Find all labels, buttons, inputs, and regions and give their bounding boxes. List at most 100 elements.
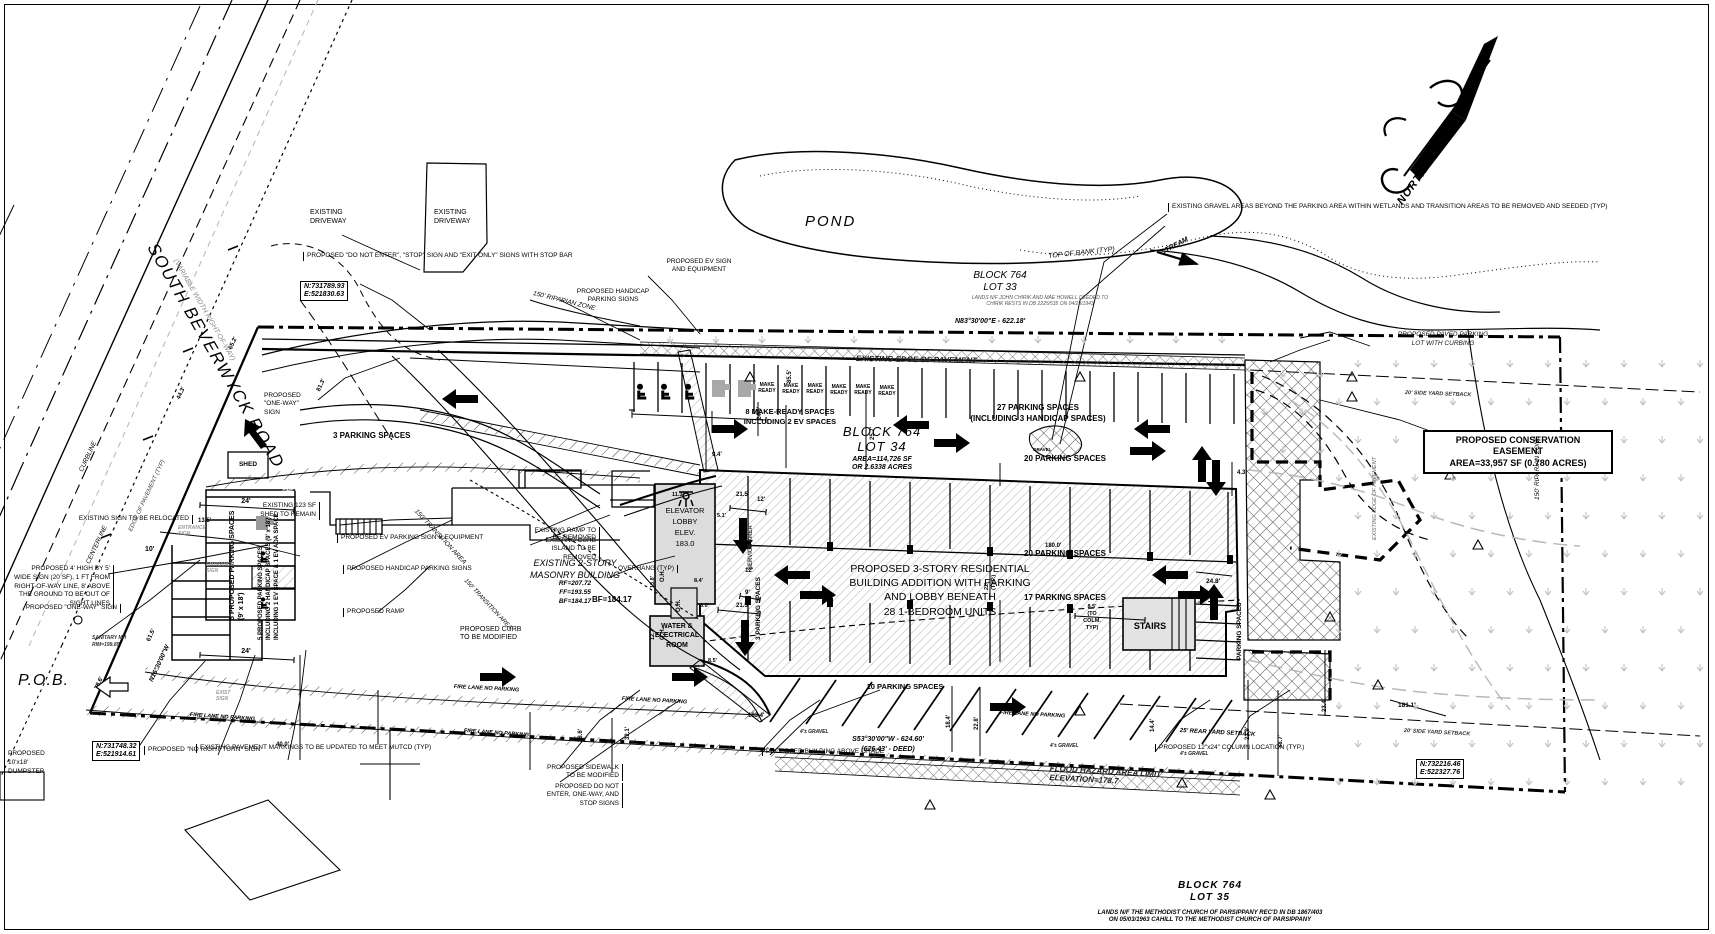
flood-line-grey <box>1247 469 1581 547</box>
gravel-bands <box>639 341 1341 796</box>
fire-lane-bands <box>85 462 1241 781</box>
callout-handicap-signs-left: PROPOSED RAMP <box>343 608 404 617</box>
callout-existing-driveway-1: EXISTING DRIVEWAY <box>310 209 347 226</box>
callout-do-not-enter-bottom-text: PROPOSED BUILDING ABOVE GRADE <box>766 748 885 755</box>
existing-driveway-polygon <box>423 162 488 273</box>
traffic-arrows <box>94 389 1226 717</box>
label-flood-hazard: EXISTING EDGE OF PAVEMENT <box>1372 457 1378 540</box>
dim-183: 183.4' <box>748 713 765 719</box>
callout-sidewalk-modified: PROPOSED DO NOT ENTER, ONE-WAY, AND STOP… <box>543 783 623 809</box>
callout-do-not-enter-text: PROPOSED "DO NOT ENTER", "STOP" SIGN AND… <box>307 252 573 259</box>
north-property-line <box>257 325 1561 339</box>
lot35-block-label: BLOCK 764 <box>1177 880 1242 891</box>
callout-gravel-removal-text: EXISTING GRAVEL AREAS BEYOND THE PARKING… <box>1172 203 1608 210</box>
dim-234: 23.4' <box>1322 698 1328 712</box>
water-electrical-label: WATER & ELECTRICAL ROOM <box>654 623 700 649</box>
callout-existing-sign: PROPOSED 4' HIGH BY 5' WIDE SIGN (20 SF)… <box>14 565 114 609</box>
lot33-lot-label: LOT 33 <box>983 282 1017 293</box>
transition-curve-2 <box>437 349 741 671</box>
south-beverwyck-road <box>0 0 353 780</box>
arrow-up-2 <box>1204 584 1224 620</box>
callout-proposed-sign-detail: PROPOSED "ONE-WAY" SIGN <box>8 604 121 613</box>
dim-2typ: 22' (TYP.) <box>984 574 997 590</box>
dim-84: 8.4' <box>694 578 703 584</box>
top-of-bank-line <box>1019 231 1601 279</box>
callout-sidewalk-modified-text: PROPOSED DO NOT ENTER, ONE-WAY, AND STOP… <box>546 783 619 807</box>
setback-front <box>299 299 393 441</box>
label-oh-3: O.H. <box>676 599 682 612</box>
callout-handicap-signs-left-text: PROPOSED RAMP <box>347 608 405 615</box>
oh-block-1 <box>670 587 698 619</box>
ramp-band-edge2 <box>419 420 701 477</box>
gravel-blob-pond <box>1028 425 1082 459</box>
make-ready-stall-6: MAKE READY <box>878 385 896 398</box>
ce-line3: AREA=33,957 SF (0.780 ACRES) <box>1449 457 1587 468</box>
callout-handicap-signs-top: PROPOSED HANDICAP PARKING SIGNS <box>576 288 650 304</box>
coord-se-n: N:732216.46 <box>1420 761 1461 768</box>
service-area-label: SERVICE AREA <box>748 525 754 570</box>
dim-12b: 12' <box>757 497 766 503</box>
left-parking-lot <box>171 489 296 661</box>
coord-nw-n: N:731789.93 <box>304 283 345 290</box>
stream-flow-arrow <box>1156 250 1200 266</box>
make-ready-stall-5: MAKE READY <box>854 384 872 397</box>
curve-drive-1 <box>261 320 701 356</box>
lot34-area2-label: OR 2.6338 ACRES <box>851 464 913 471</box>
east-property-line <box>1558 336 1567 793</box>
dim-135: 13.5' <box>198 518 212 524</box>
riparian-right <box>1467 329 1601 761</box>
north-arrow <box>1380 36 1498 194</box>
lot34-lot-label: LOT 34 <box>857 439 907 454</box>
bf-note-label: BF=184.17 <box>592 595 632 604</box>
wetland-flag-triangles <box>744 370 1484 810</box>
label-oh-1: O.H. <box>660 569 666 582</box>
callout-do-not-enter: PROPOSED "DO NOT ENTER", "STOP" SIGN AND… <box>303 252 573 261</box>
callout-curb-modified-text: PROPOSED SIDEWALK TO BE MODIFIED <box>547 764 619 780</box>
drawing-border <box>4 4 1709 930</box>
ev-chargers-top <box>712 380 756 397</box>
dim-228: 22.8' <box>974 716 980 730</box>
arrow-right-8 <box>990 697 1026 717</box>
callout-building-above-grade: PROPOSED 12"x24" COLUMN LOCATION (TYP.) <box>1155 744 1304 753</box>
parking-count-3: 3 PARKING SPACES <box>333 431 411 440</box>
elevator-lobby-block <box>654 483 716 605</box>
transition-dashed-2 <box>1261 375 1471 641</box>
callout-one-way-bottom: PROPOSED "NO RIGHT TURN" SIGN <box>144 746 260 755</box>
arrow-right-5 <box>934 433 970 453</box>
make-ready-stall-4: MAKE READY <box>830 384 848 397</box>
label-gravel-3: 4'± GRAVEL <box>1180 751 1209 757</box>
curb-return-center-b <box>623 485 723 517</box>
gravel-block-right <box>1244 359 1341 641</box>
hatched-wedge-sw <box>689 659 771 723</box>
callout-dumpster-text: EXISTING 123 SF SHED TO REMAIN <box>260 502 316 518</box>
wetlands-limit <box>1250 372 1422 562</box>
driveway-curve-1 <box>270 243 441 361</box>
flood-line-grey2 <box>1247 659 1601 701</box>
callout-existing-ramp: EXISTING CURB ISLAND TO BE REMOVED <box>528 537 600 563</box>
lot33-block-label: BLOCK 764 <box>973 270 1027 281</box>
dim-113: 11.3' <box>672 492 684 498</box>
coord-sw-n: N:731748.32 <box>96 743 137 750</box>
callout-paved-parking-text: EXISTING SIGN TO BE RELOCATED <box>78 515 189 522</box>
callout-proposed-ramp: EXISTING RAMP TO BE REMOVED <box>528 527 600 541</box>
parking-row-top <box>633 362 1235 424</box>
dim-51: 5.1' <box>717 513 726 519</box>
coord-box-sw: N:731748.32 E:521914.61 <box>92 741 141 762</box>
parking-count-20b: 20 PARKING SPACES <box>1024 549 1106 558</box>
dim-col: 8.5' (TO COLM. TYP) <box>1083 604 1101 631</box>
dim-94: 9.4' <box>712 452 722 458</box>
dim-10: 10' <box>145 546 155 553</box>
dim-1800: 180.0' <box>1045 543 1062 549</box>
ramp-band-edge <box>419 409 701 466</box>
stairs-block <box>1122 597 1196 651</box>
transition-dashed-1 <box>1255 389 1431 541</box>
dim-321: 32.1' <box>625 726 631 740</box>
ramp-band <box>419 410 701 475</box>
callout-shed-remain-text: PROPOSED EV PARKING SIGN & EQUIPMENT <box>341 534 484 541</box>
dim-855: 85.5' <box>787 369 793 383</box>
arrow-down-2 <box>735 620 755 656</box>
bearing-south-2: (626.43' - DEED) <box>861 746 915 753</box>
curb-return-center <box>619 475 717 506</box>
